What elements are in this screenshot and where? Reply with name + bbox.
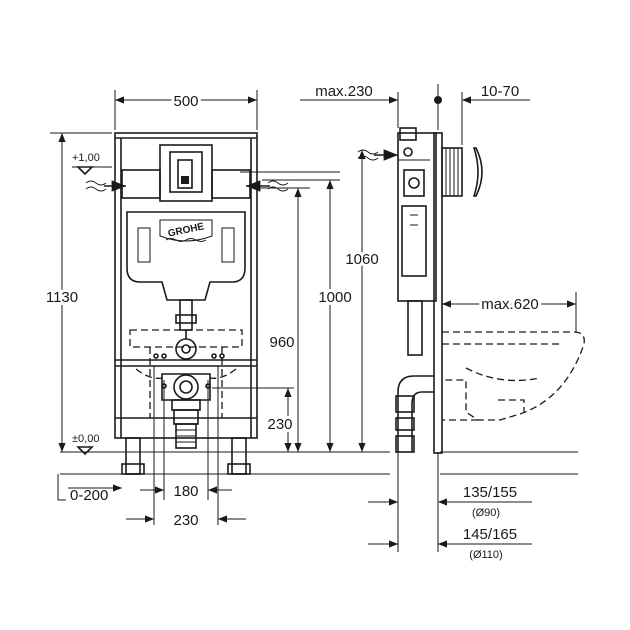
height-dimensions: 960 1000 1060 230 xyxy=(212,150,382,452)
plate-offset-label: 10-70 xyxy=(481,83,519,100)
projection-max-label: max.620 xyxy=(481,296,539,313)
height-1060-label: 1060 xyxy=(345,251,378,268)
drain-bend-side xyxy=(395,375,434,453)
pipe-dimensions: 135/155 (Ø90) 145/165 (Ø110) xyxy=(368,452,532,561)
height-960-label: 960 xyxy=(269,334,294,351)
floor-offset-label: 0-200 xyxy=(70,487,108,504)
water-supply-side xyxy=(357,149,398,161)
level-top-label: +1,00 xyxy=(72,152,100,164)
level-marker-floor: ±0,00 xyxy=(72,433,99,456)
side-frame xyxy=(397,127,443,454)
pipe-2-label: 145/165 xyxy=(463,526,517,543)
height-230-label: 230 xyxy=(267,416,292,433)
level-marker-top: +1,00 xyxy=(72,152,112,176)
bolt-spacing-180-label: 180 xyxy=(173,483,198,500)
depth-max-label: max.230 xyxy=(315,83,373,100)
grohe-logo: GROHE xyxy=(167,221,205,239)
pipe-1-diameter: (Ø90) xyxy=(472,507,500,519)
actuation-plate xyxy=(159,144,213,202)
level-floor-label: ±0,00 xyxy=(72,433,99,445)
toilet-outline-side xyxy=(442,331,585,421)
total-height-dimension: 1130 xyxy=(43,132,112,452)
depth-dimension: max.230 xyxy=(300,83,442,130)
width-label: 500 xyxy=(173,93,198,110)
toilet-outline-front xyxy=(129,329,243,418)
height-1000-label: 1000 xyxy=(318,289,351,306)
bottom-dimensions: 0-200 180 230 xyxy=(57,366,246,529)
width-dimension: 500 xyxy=(114,90,258,130)
water-supply-front xyxy=(85,180,289,192)
actuation-plate-side xyxy=(441,147,483,197)
bolt-spacing-230-label: 230 xyxy=(173,512,198,529)
pipe-2-diameter: (Ø110) xyxy=(469,549,502,561)
drain-outlet xyxy=(161,373,211,449)
frame-outline xyxy=(114,132,258,475)
plate-offset-dimension: 10-70 xyxy=(461,83,530,145)
total-height-label: 1130 xyxy=(46,289,78,306)
cistern: GROHE xyxy=(126,211,246,301)
pipe-1-label: 135/155 xyxy=(463,484,517,501)
front-view: GROHE xyxy=(43,90,382,529)
projection-dimension: max.620 xyxy=(442,292,577,332)
floor-line xyxy=(60,451,578,475)
side-view: max.230 10-70 max.620 135/155 (Ø90) xyxy=(300,83,585,561)
